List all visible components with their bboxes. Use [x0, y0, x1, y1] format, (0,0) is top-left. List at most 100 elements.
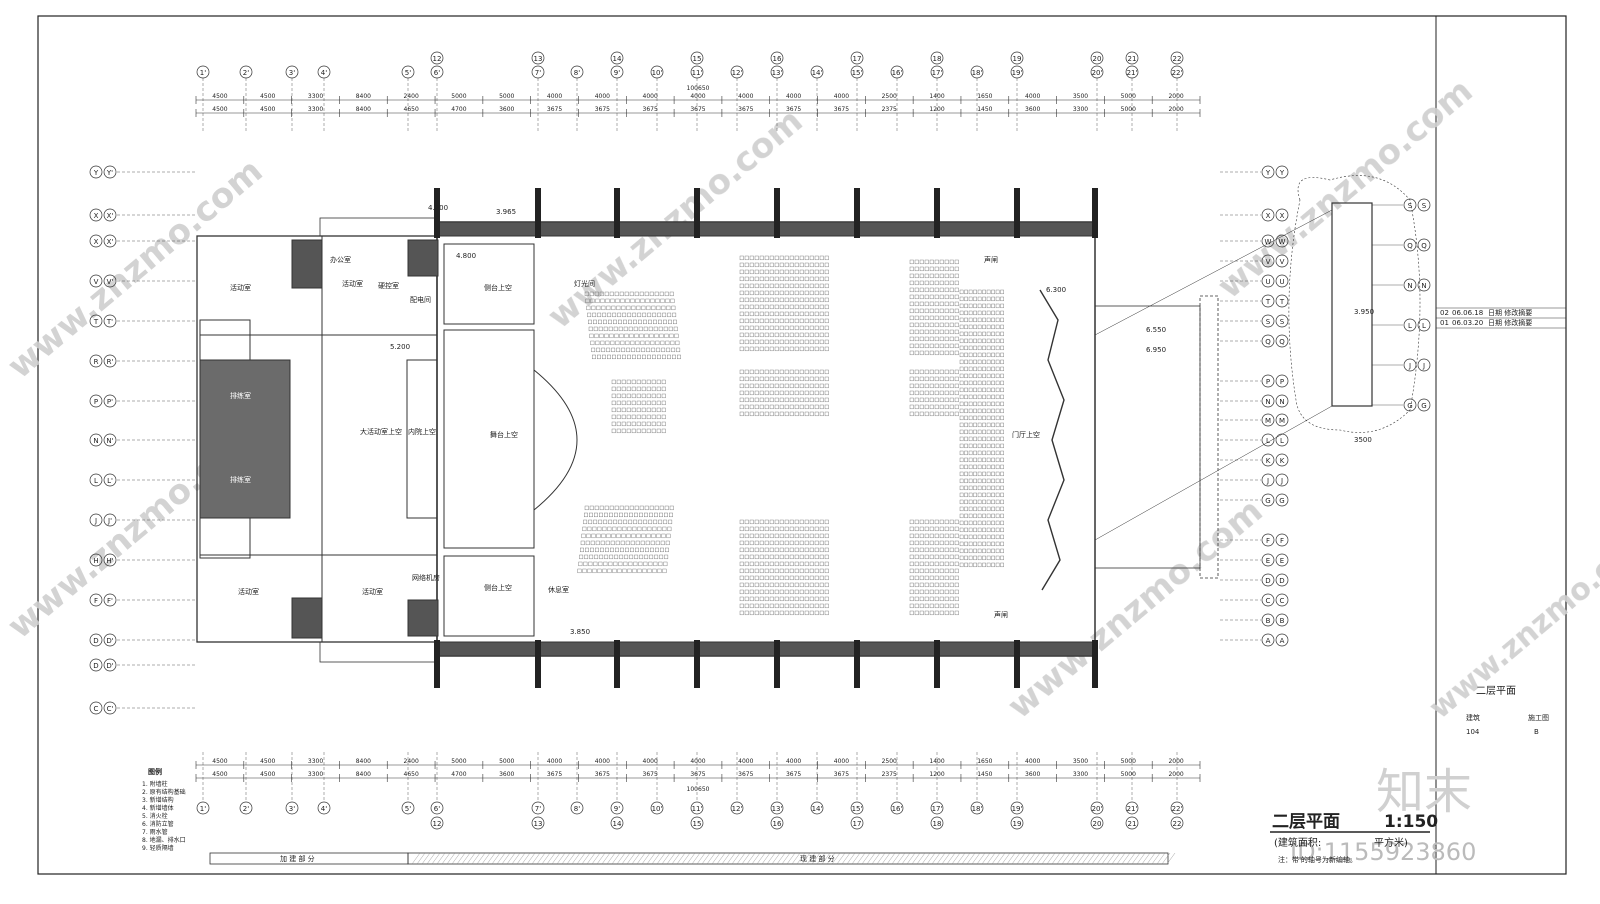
hatch-line: [741, 852, 751, 865]
seat: [629, 512, 633, 518]
seat: [789, 561, 794, 567]
seat: [764, 262, 769, 268]
seat: [929, 336, 934, 342]
seat: [959, 457, 964, 463]
axis-bubble-top2: 14: [610, 51, 624, 65]
seat: [986, 492, 991, 498]
seat: [914, 404, 919, 410]
seat: [598, 561, 603, 567]
axis-label: X: [94, 212, 99, 220]
seat: [909, 301, 914, 307]
seat: [784, 540, 789, 546]
seat: [603, 519, 608, 525]
seat: [809, 262, 814, 268]
seat: [819, 411, 824, 417]
seat: [643, 326, 648, 332]
seat: [814, 575, 819, 581]
seat: [959, 380, 964, 386]
seat: [769, 318, 774, 324]
seat: [973, 429, 977, 435]
seat: [959, 541, 964, 547]
seat: [991, 408, 995, 414]
seat: [914, 519, 919, 525]
seat: [977, 317, 982, 323]
seat: [977, 408, 982, 414]
axis-label: T: [1265, 298, 1271, 306]
seat: [959, 464, 964, 470]
seat: [611, 347, 616, 353]
seat: [617, 312, 622, 318]
seat: [631, 305, 636, 311]
dimension-value: 3300: [308, 93, 323, 100]
seat: [779, 346, 784, 352]
axis-circle: [1275, 274, 1289, 288]
axis-label: 1': [200, 805, 206, 813]
seat: [588, 326, 593, 332]
seat: [939, 397, 944, 403]
axis-circle: [690, 801, 704, 815]
seat: [653, 319, 657, 325]
axis-bubble-top: 21': [1125, 65, 1139, 132]
seat: [949, 376, 954, 382]
seat: [1000, 429, 1004, 435]
seat: [986, 415, 991, 421]
hatch-line: [1166, 852, 1176, 865]
hatch-line: [751, 852, 761, 865]
seat: [929, 568, 934, 574]
dimension-value: 3300: [308, 106, 323, 113]
axis-circle: [103, 165, 117, 179]
axis-circle: [103, 513, 117, 527]
axis-label: 17: [853, 55, 862, 63]
seat: [799, 582, 804, 588]
seat: [919, 575, 924, 581]
hatch-line: [756, 852, 766, 865]
seat: [789, 325, 794, 331]
seat: [819, 547, 824, 553]
axis-label: 15': [852, 69, 863, 77]
seat: [749, 610, 754, 616]
dimension-value: 3500: [1073, 758, 1088, 765]
axis-label: C: [1280, 597, 1285, 605]
axis-circle: [1261, 533, 1275, 547]
seat: [789, 397, 794, 403]
seat: [995, 289, 1000, 295]
axis-circle: [1261, 573, 1275, 587]
axis-circle: [89, 314, 103, 328]
seat: [597, 526, 602, 532]
seat: [582, 568, 587, 574]
hatch-line: [1091, 852, 1101, 865]
seat: [661, 379, 666, 385]
seat: [964, 555, 968, 561]
seat: [665, 540, 670, 546]
seat: [659, 333, 664, 339]
axis-circle: [1275, 473, 1289, 487]
seat: [977, 422, 982, 428]
seat: [764, 339, 769, 345]
seat: [991, 485, 995, 491]
seat: [754, 561, 759, 567]
seat: [995, 387, 1000, 393]
seat: [784, 404, 789, 410]
seat: [986, 352, 991, 358]
seat: [794, 325, 799, 331]
seat: [986, 534, 991, 540]
seat: [754, 283, 759, 289]
seat: [924, 266, 929, 272]
seat: [789, 376, 794, 382]
seat: [799, 290, 804, 296]
seat: [624, 505, 629, 511]
seat: [944, 301, 949, 307]
hatch-line: [591, 852, 601, 865]
seat: [1000, 380, 1004, 386]
seat: [634, 291, 639, 297]
seat: [640, 340, 645, 346]
seat: [789, 255, 794, 261]
seat: [824, 390, 829, 396]
seat: [594, 333, 599, 339]
axis-circle: [970, 801, 984, 815]
seat: [633, 519, 638, 525]
seat: [664, 505, 669, 511]
seat: [673, 319, 677, 325]
